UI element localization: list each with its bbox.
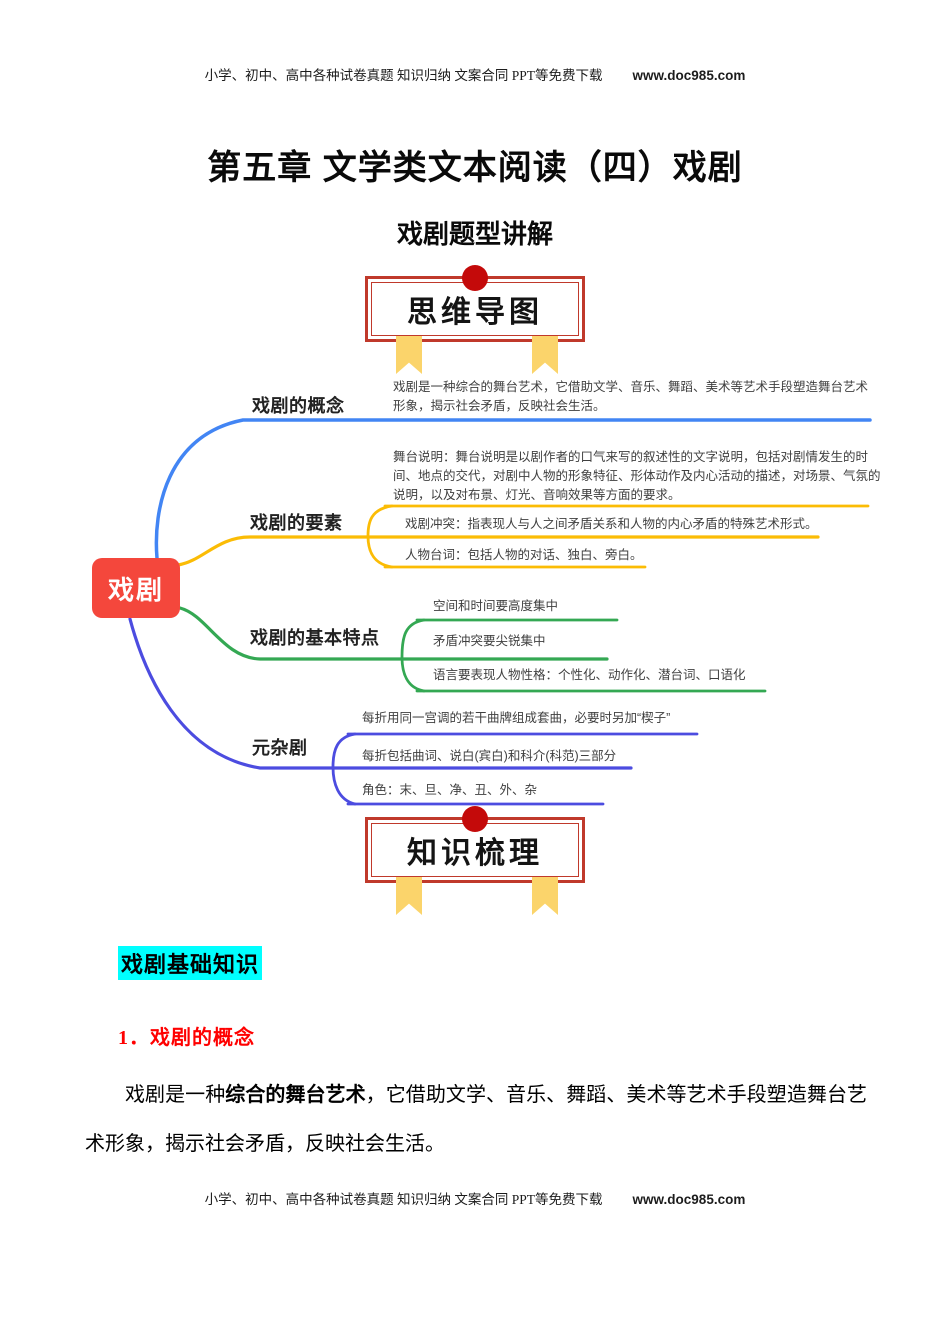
roles-text: 角色：末、旦、净、丑、外、杂	[362, 783, 538, 797]
page-title: 第五章 文学类文本阅读（四）戏剧	[207, 149, 743, 187]
language-personality-text: 语言要表现人物性格：个性化、动作化、潜台词、口语化	[433, 668, 746, 682]
gongdiao-text: 每折用同一宫调的若干曲牌组成套曲，必要时另加“楔子”	[362, 711, 671, 725]
header-watermark: 小学、初中、高中各种试卷真题 知识归纳 文案合同 PPT等免费下载 www.doc…	[0, 64, 950, 84]
knowledge-banner: 知识梳理	[365, 806, 585, 915]
branch-label-yuanzaju: 元杂剧	[252, 738, 308, 758]
footer-text: 小学、初中、高中各种试卷真题 知识归纳 文案合同 PPT等免费下载	[204, 1192, 603, 1207]
branch-label-features: 戏剧的基本特点	[250, 628, 380, 648]
concept-paragraph: 戏剧是一种综合的舞台艺术，它借助文学、音乐、舞蹈、美术等艺术手段塑造舞台艺术形象…	[85, 1071, 867, 1169]
mindmap-banner-label: 思维导图	[407, 296, 543, 329]
ribbon-right-icon	[532, 336, 558, 374]
banner-dot-icon	[462, 806, 488, 832]
header-text: 小学、初中、高中各种试卷真题 知识归纳 文案合同 PPT等免费下载	[204, 68, 603, 83]
footer-watermark: 小学、初中、高中各种试卷真题 知识归纳 文案合同 PPT等免费下载 www.doc…	[0, 1188, 950, 1208]
mindmap-connector-lines	[128, 418, 872, 806]
branch-line-concept	[154, 418, 872, 560]
knowledge-banner-label: 知识梳理	[407, 837, 543, 870]
para-suffix: ，它借助文学、音乐、舞蹈、美术等艺术手段塑造舞台艺术形象，揭示社会矛盾，反映社会…	[85, 1084, 868, 1155]
branch-bracket-features	[400, 618, 426, 693]
header-url: www.doc985.com	[632, 68, 746, 83]
mindmap-banner: 思维导图	[365, 265, 585, 374]
conflict-concentration-text: 矛盾冲突要尖锐集中	[433, 634, 546, 648]
para-prefix: 戏剧是一种	[125, 1084, 226, 1106]
branch-line-elements	[176, 535, 820, 567]
banner-dot-icon	[462, 265, 488, 291]
stage-directions-text: 舞台说明：舞台说明是以剧作者的口气来写的叙述性的文字说明，包括对剧情发生的时间、…	[393, 450, 881, 502]
mindmap-root-node: 戏剧	[92, 558, 180, 618]
branch-line-features	[178, 606, 609, 661]
footer-url: www.doc985.com	[632, 1192, 746, 1207]
mindmap-diagram: 戏剧 戏剧的概念 戏剧的要素 戏剧的基本特点 元杂剧 戏剧是一种综合的舞台艺术，…	[85, 375, 905, 825]
branch-label-elements: 戏剧的要素	[250, 513, 343, 533]
space-time-text: 空间和时间要高度集中	[433, 599, 559, 613]
section-heading-basics: 戏剧基础知识	[118, 946, 263, 980]
dramatic-conflict-text: 戏剧冲突：指表现人与人之间矛盾关系和人物的内心矛盾的特殊艺术形式。	[405, 517, 818, 531]
concept-definition-text: 戏剧是一种综合的舞台艺术，它借助文学、音乐、舞蹈、美术等艺术手段塑造舞台艺术形象…	[393, 380, 869, 413]
ribbon-left-icon	[396, 336, 422, 374]
item1-heading: 1．戏剧的概念	[118, 1027, 255, 1049]
branch-line-yuanzaju	[128, 617, 633, 770]
mindmap-root-label: 戏剧	[107, 574, 164, 605]
character-lines-text: 人物台词：包括人物的对话、独白、旁白。	[405, 548, 643, 562]
branch-bracket-elements	[366, 504, 394, 569]
para-bold-phrase: 综合的舞台艺术	[225, 1084, 366, 1106]
ribbon-left-icon	[396, 877, 422, 915]
quci-text: 每折包括曲词、说白(宾白)和科介(科范)三部分	[362, 749, 617, 763]
page-subtitle: 戏剧题型讲解	[396, 219, 553, 249]
branch-label-concept: 戏剧的概念	[252, 396, 345, 416]
ribbon-right-icon	[532, 877, 558, 915]
branch-bracket-yuanzaju	[331, 732, 357, 806]
